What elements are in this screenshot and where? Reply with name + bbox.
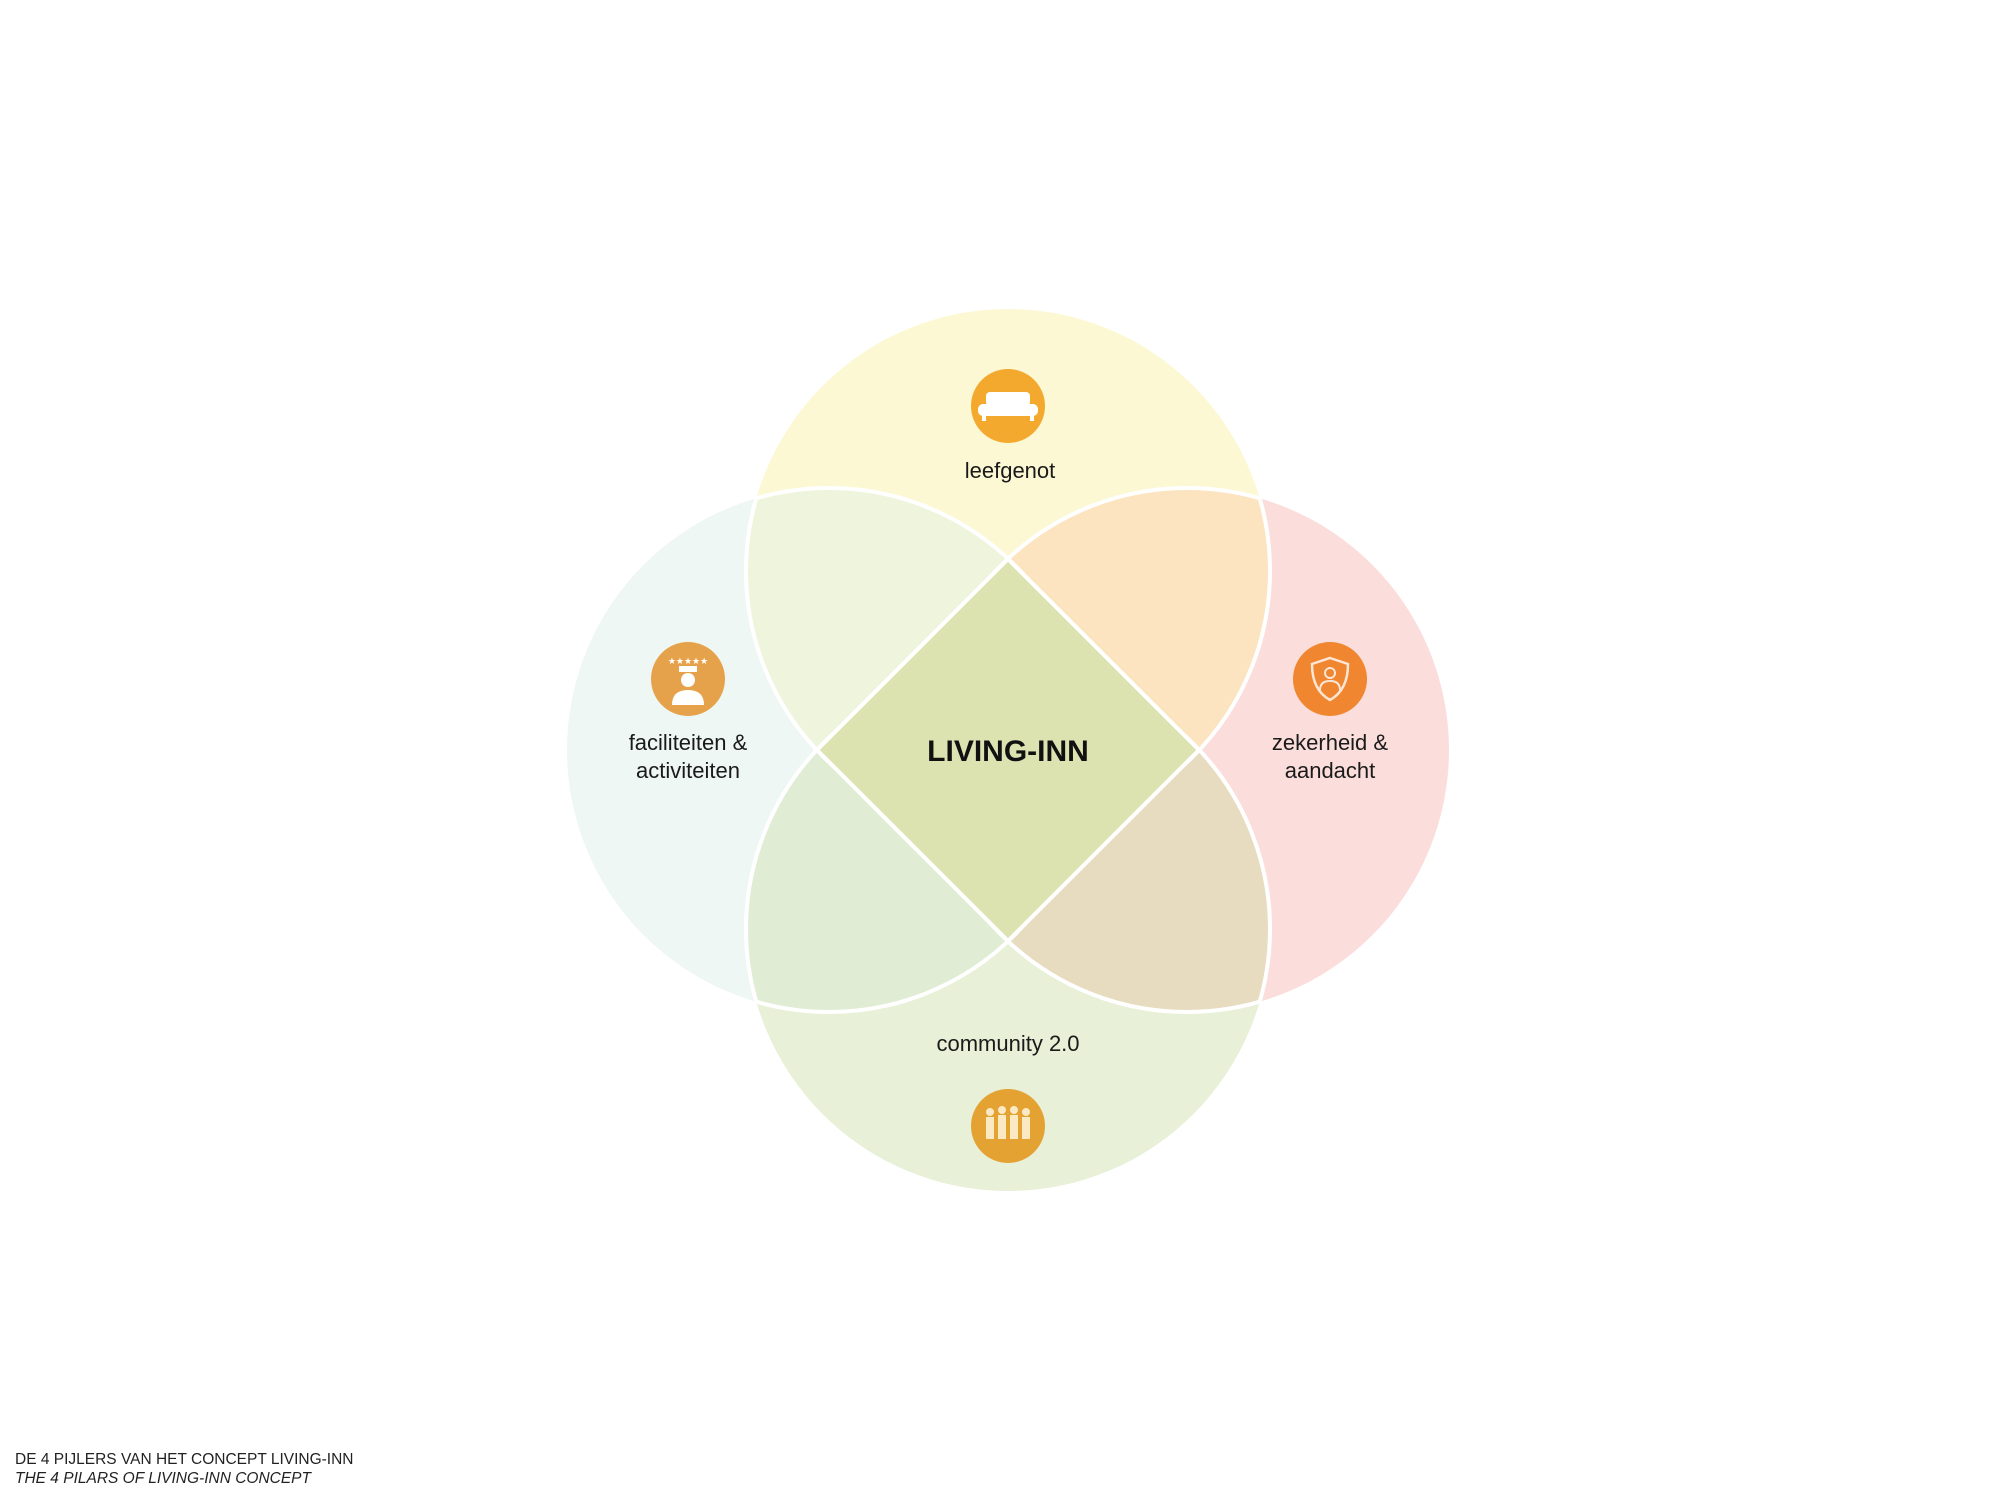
pillar-label-leefgenot: leefgenot <box>965 458 1056 483</box>
svg-text:★★★★★: ★★★★★ <box>668 657 708 667</box>
pillar-label-zekerheid: zekerheid & <box>1272 730 1389 755</box>
bellboy-icon: ★★★★★ <box>651 642 725 716</box>
caption-dutch: DE 4 PIJLERS VAN HET CONCEPT LIVING-INN <box>15 1451 354 1468</box>
family-icon <box>971 1089 1045 1163</box>
pillar-label-activiteiten: activiteiten <box>636 758 740 783</box>
center-label: LIVING-INN <box>927 735 1089 768</box>
pillar-label-faciliteiten: faciliteiten & <box>629 730 748 755</box>
sofa-icon <box>971 369 1045 443</box>
caption-english: THE 4 PILARS OF LIVING-INN CONCEPT <box>15 1470 311 1487</box>
center-diamond <box>814 556 1202 944</box>
figure-caption: DE 4 PIJLERS VAN HET CONCEPT LIVING-INN … <box>15 1450 354 1488</box>
nurse-shield-icon <box>1293 642 1367 716</box>
pillar-label-aandacht: aandacht <box>1285 758 1376 783</box>
pillar-label-community: community 2.0 <box>936 1031 1079 1056</box>
